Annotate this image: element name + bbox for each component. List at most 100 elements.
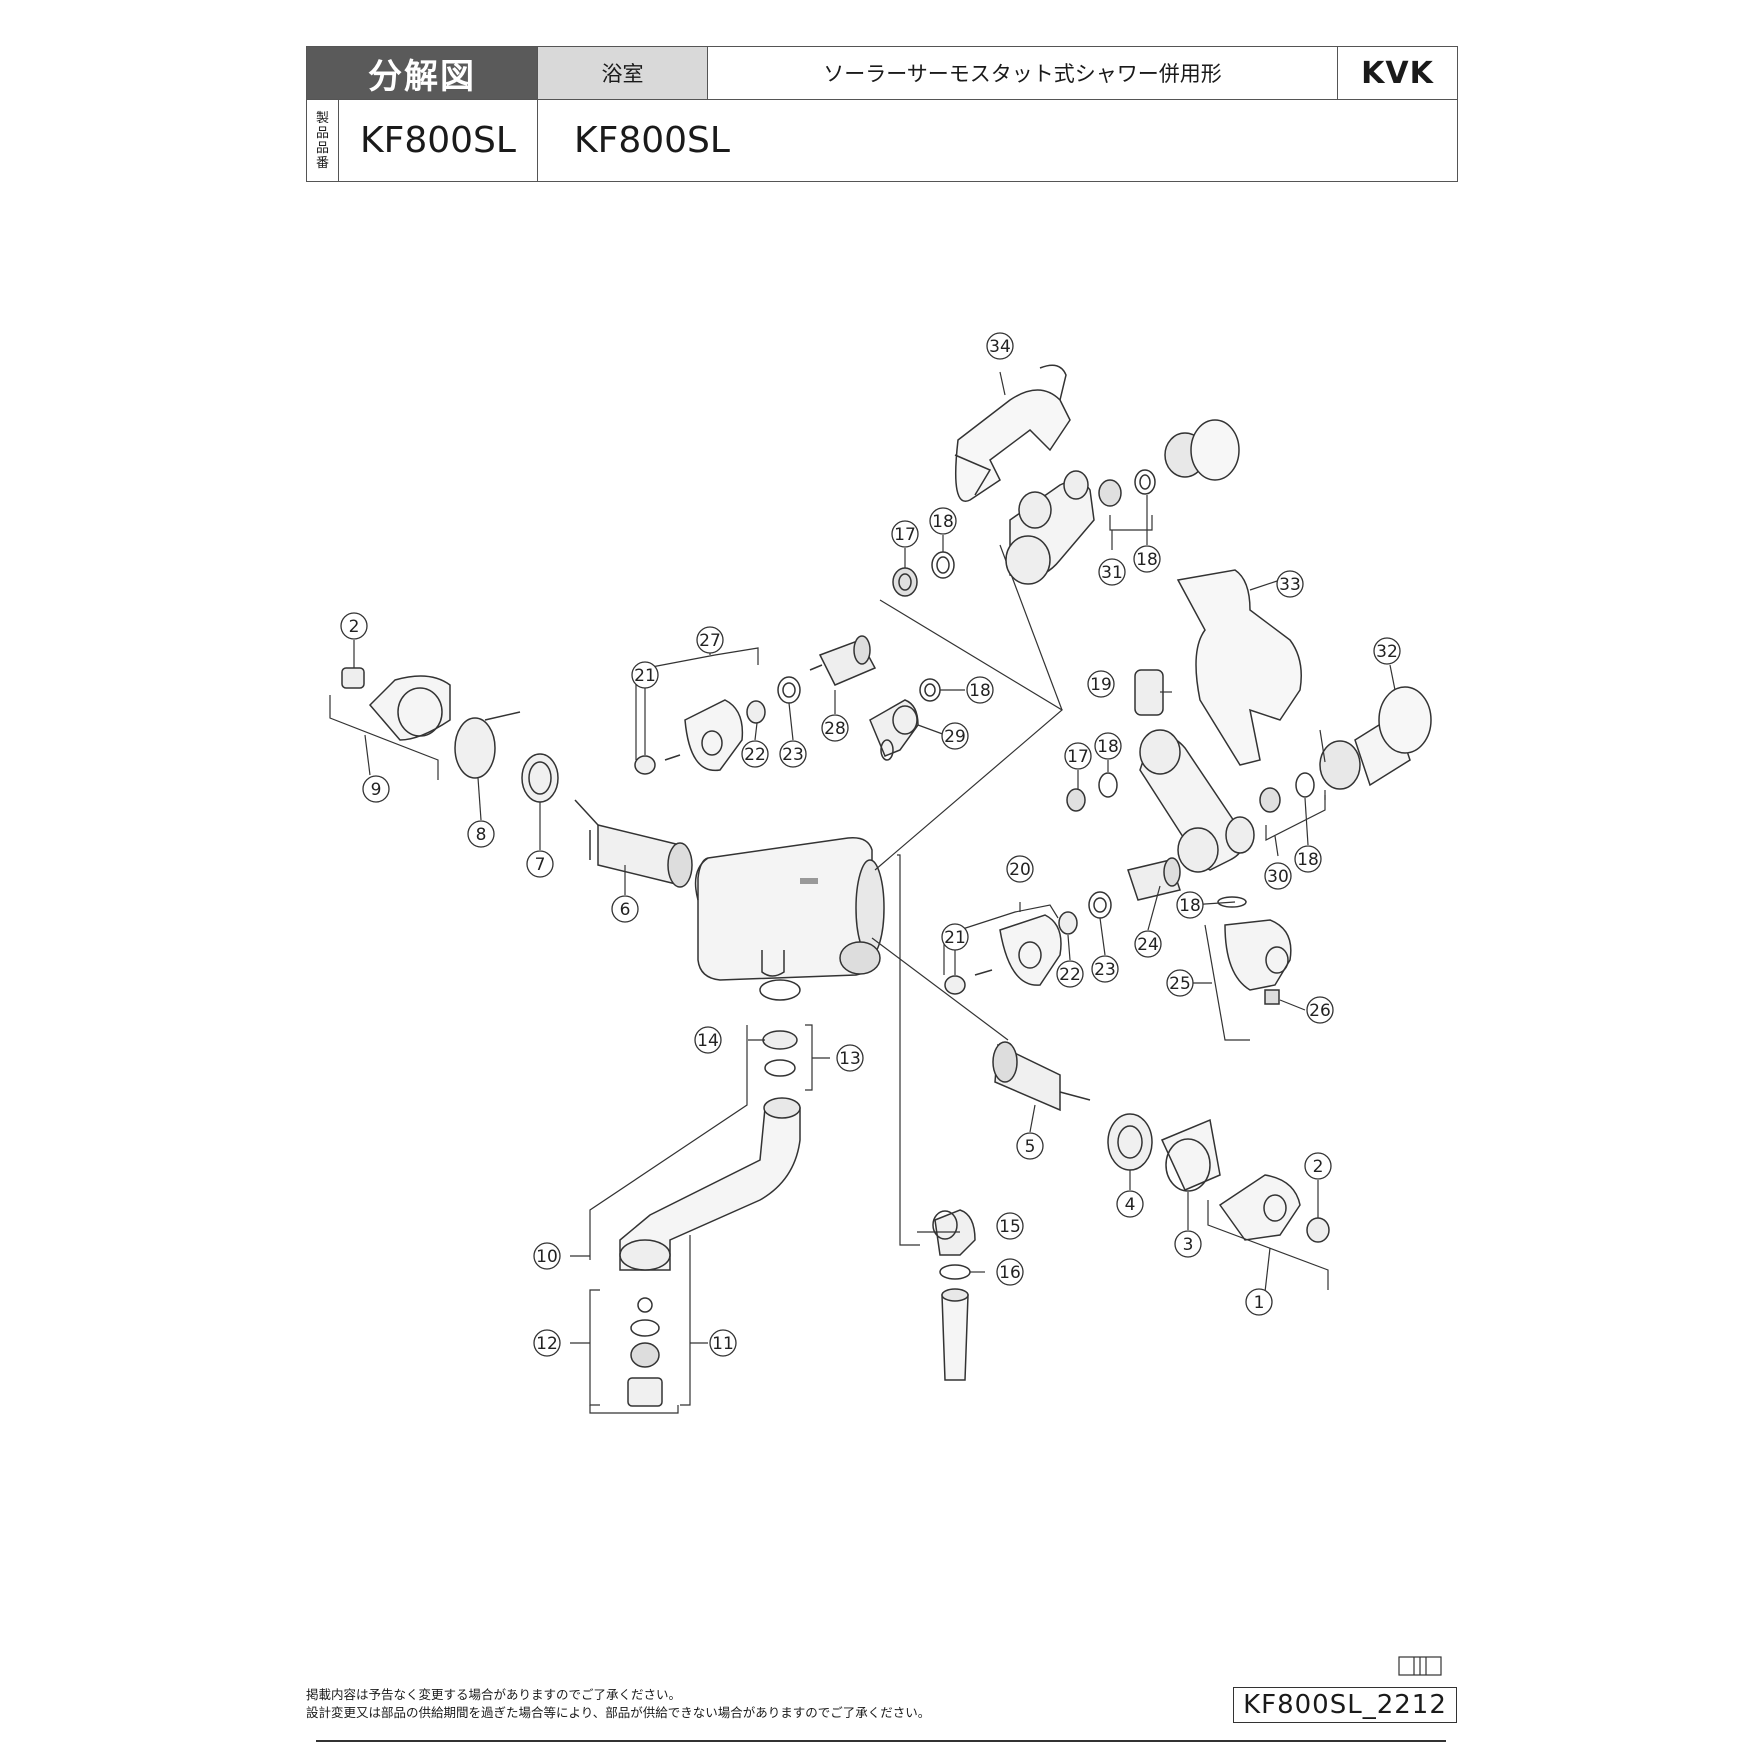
callout-17-mid: 17 xyxy=(1064,742,1092,770)
callout-11: 11 xyxy=(709,1329,737,1357)
callout-21-label: 21 xyxy=(944,928,966,948)
header-table: 分解図 浴室 ソーラーサーモスタット式シャワー併用形 KVK 製 品 品 番 K… xyxy=(306,46,1458,182)
callout-4-label: 4 xyxy=(1125,1195,1136,1215)
callout-19-label: 19 xyxy=(1090,675,1112,695)
part-5-cartridge xyxy=(992,1041,1091,1112)
callout-21-label: 21 xyxy=(634,666,656,686)
upper-tee-assembly xyxy=(892,419,1240,702)
callout-18-lower: 18 xyxy=(1176,891,1204,919)
footer-note-1: 掲載内容は予告なく変更する場合がありますのでご了承ください。 xyxy=(306,1687,682,1702)
part-27-handle-group xyxy=(634,676,801,775)
label-char: 品 xyxy=(315,125,329,141)
callout-18-label: 18 xyxy=(1136,550,1158,570)
brand-logo: KVK xyxy=(1361,55,1434,91)
right-rings-handle xyxy=(1107,1113,1330,1243)
callout-27-label: 27 xyxy=(699,631,721,651)
footer-divider xyxy=(316,1740,1446,1742)
callout-18-label: 18 xyxy=(1179,896,1201,916)
callout-2-label: 2 xyxy=(1313,1157,1324,1177)
label-char: 製 xyxy=(315,110,329,126)
callout-15-label: 15 xyxy=(999,1217,1021,1237)
callout-2-left: 2 xyxy=(340,612,368,640)
callout-23-top: 23 xyxy=(779,740,807,768)
callout-7-label: 7 xyxy=(535,855,546,875)
callout-33-label: 33 xyxy=(1279,575,1301,595)
callout-9: 9 xyxy=(362,775,390,803)
callout-24: 24 xyxy=(1134,930,1162,958)
model-number-secondary: KF800SL xyxy=(574,120,730,161)
callout-19: 19 xyxy=(1087,670,1115,698)
page-mark-icon xyxy=(1398,1656,1442,1676)
diagram-title: 分解図 xyxy=(307,47,538,99)
callout-18-center: 18 xyxy=(966,676,994,704)
callout-34: 34 xyxy=(986,332,1014,360)
callout-18-mid: 18 xyxy=(1094,732,1122,760)
callout-18-label: 18 xyxy=(1097,737,1119,757)
header-row-2: 製 品 品 番 KF800SL KF800SL xyxy=(307,100,1457,181)
label-char: 品 xyxy=(315,140,329,156)
callout-30: 30 xyxy=(1264,862,1292,890)
callout-2-right: 2 xyxy=(1304,1152,1332,1180)
callout-3: 3 xyxy=(1174,1230,1202,1258)
callout-5-label: 5 xyxy=(1025,1137,1036,1157)
callout-10-label: 10 xyxy=(536,1247,558,1267)
part-13-14-rings xyxy=(759,979,801,1077)
callout-7: 7 xyxy=(526,850,554,878)
callout-18-label: 18 xyxy=(932,512,954,532)
callout-26-label: 26 xyxy=(1309,1001,1331,1021)
callout-23-label: 23 xyxy=(1094,960,1116,980)
callout-34-label: 34 xyxy=(989,337,1011,357)
callout-6: 6 xyxy=(611,895,639,923)
footer-notes: 掲載内容は予告なく変更する場合がありますのでご了承ください。 設計変更又は部品の… xyxy=(306,1686,930,1722)
callout-leaders xyxy=(353,371,1396,1273)
callout-30-label: 30 xyxy=(1267,867,1289,887)
callout-1-label: 1 xyxy=(1254,1293,1265,1313)
callout-6-label: 6 xyxy=(620,900,631,920)
callout-8-label: 8 xyxy=(476,825,487,845)
part-10-spout xyxy=(619,1097,801,1271)
callout-20-label: 20 xyxy=(1009,860,1031,880)
footer-note-2: 設計変更又は部品の供給期間を過ぎた場合等により、部品が供給できない場合があります… xyxy=(306,1705,931,1720)
callout-22-label: 22 xyxy=(744,745,766,765)
part-28-cartridge xyxy=(809,635,877,686)
part-29-elbow xyxy=(869,699,919,761)
callout-27: 27 xyxy=(696,626,724,654)
callout-15: 15 xyxy=(996,1212,1024,1240)
callout-29-label: 29 xyxy=(944,727,966,747)
callout-13-label: 13 xyxy=(839,1049,861,1069)
assembly-leader-lines xyxy=(871,544,1064,1246)
callout-11-label: 11 xyxy=(712,1334,734,1354)
part-25-valve xyxy=(1217,896,1292,1005)
callout-25: 25 xyxy=(1166,969,1194,997)
callout-31-label: 31 xyxy=(1101,563,1123,583)
callout-23-label: 23 xyxy=(782,745,804,765)
callout-25-label: 25 xyxy=(1169,974,1191,994)
faucet-body xyxy=(694,837,885,981)
callout-18-label: 18 xyxy=(969,681,991,701)
callout-14-label: 14 xyxy=(697,1031,719,1051)
part-9-handle xyxy=(341,667,451,741)
callout-32: 32 xyxy=(1373,637,1401,665)
callout-31: 31 xyxy=(1098,558,1126,586)
part-34-hook xyxy=(954,364,1071,502)
callout-24-label: 24 xyxy=(1137,935,1159,955)
callout-17-label: 17 xyxy=(894,525,916,545)
product-number-label: 製 品 品 番 xyxy=(307,100,339,181)
callout-10: 10 xyxy=(533,1242,561,1270)
callout-23-mid: 23 xyxy=(1091,955,1119,983)
callout-12-label: 12 xyxy=(536,1334,558,1354)
left-rings xyxy=(454,711,559,803)
callout-33: 33 xyxy=(1276,570,1304,598)
callout-2-label: 2 xyxy=(349,617,360,637)
callout-13: 13 xyxy=(836,1044,864,1072)
callouts: 1 2 2 3 4 5 6 7 8 9 10 11 12 13 14 15 16… xyxy=(340,332,1401,1357)
callout-32-label: 32 xyxy=(1376,642,1398,662)
callout-22-top: 22 xyxy=(741,740,769,768)
callout-22-mid: 22 xyxy=(1056,960,1084,988)
part-6-cartridge xyxy=(574,799,693,888)
part-15-16-elbow-hose xyxy=(932,1209,976,1381)
callout-21-top: 21 xyxy=(631,661,659,689)
callout-4: 4 xyxy=(1116,1190,1144,1218)
part-20-handle-group xyxy=(944,857,1181,995)
